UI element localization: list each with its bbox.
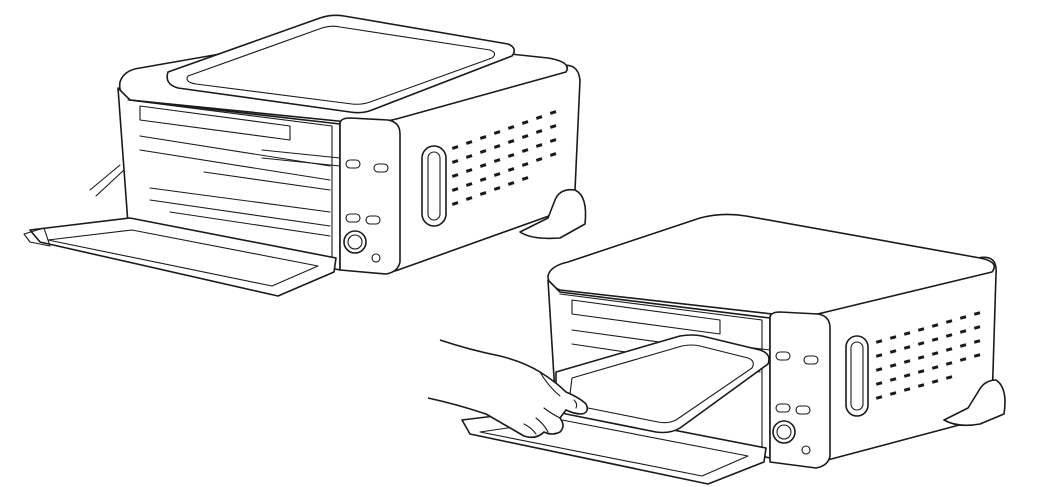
oven-right-top: [547, 213, 996, 317]
oven-right-control-panel: [769, 311, 831, 469]
oven-left-foot: [519, 188, 587, 240]
oven-left-door: [29, 217, 337, 297]
button-icon: [795, 405, 811, 415]
oven-left-side-window: [421, 145, 447, 227]
button-icon: [803, 355, 819, 365]
button-icon: [345, 213, 361, 223]
dial-knob-icon: [772, 420, 796, 444]
button-icon: [775, 351, 791, 361]
oven-left-racks: [139, 105, 341, 237]
oven-right: [461, 213, 1006, 485]
button-icon: [365, 215, 381, 225]
button-icon: [801, 445, 811, 455]
button-icon: [371, 253, 381, 263]
oven-right-side-window: [845, 335, 869, 417]
button-icon: [775, 403, 791, 413]
button-icon: [345, 159, 361, 169]
oven-right-vents: [875, 311, 981, 400]
oven-right-foot: [943, 379, 1006, 427]
oven-left: [23, 14, 587, 297]
oven-left-vents: [451, 110, 557, 206]
dial-knob-icon: [343, 230, 367, 254]
button-icon: [373, 163, 389, 173]
hand-icon: [427, 339, 589, 439]
pan-on-top: [166, 14, 516, 114]
